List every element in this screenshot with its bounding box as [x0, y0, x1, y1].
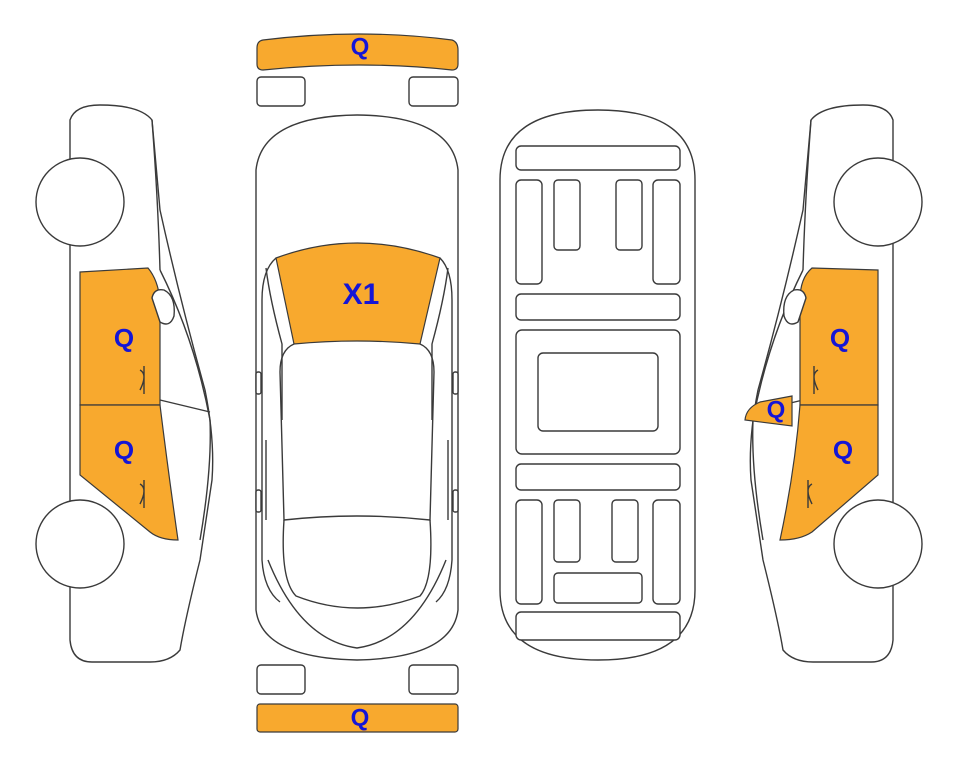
right-front-door-marker: Q	[830, 323, 850, 353]
underbody-rear-rail-right	[652, 499, 681, 605]
underbody-rear-crossmember-end	[515, 611, 681, 641]
top-view-car: X1	[255, 114, 459, 661]
front-bumper-marker: Q	[351, 33, 370, 60]
left-side-mirror	[151, 288, 175, 325]
left-rear-door-marker: Q	[114, 435, 134, 465]
underbody-rear-axle	[553, 572, 643, 604]
rear-bumper-marker: Q	[351, 704, 370, 731]
rear-right-taillight	[408, 664, 459, 695]
a-pillar-right	[431, 267, 449, 420]
underbody-rear-crossmember	[515, 463, 681, 491]
right-rear-handle	[807, 480, 813, 508]
trunk-line	[267, 559, 447, 649]
left-rear-handle	[139, 480, 145, 508]
right-front-door[interactable]	[799, 267, 879, 406]
underbody-front-rail-right	[652, 179, 681, 285]
a-pillar-left	[265, 267, 283, 420]
left-side-windshield	[159, 269, 211, 541]
right-side-mirror-inner	[783, 288, 807, 325]
left-side-view: Q Q	[35, 104, 214, 663]
hood-marker: X1	[343, 278, 380, 311]
left-rear-door[interactable]	[79, 404, 179, 541]
left-rear-wheel	[35, 499, 125, 589]
right-rear-door-marker: Q	[833, 435, 853, 465]
underbody-center-pan	[537, 352, 659, 432]
right-front-wheel	[833, 157, 923, 247]
left-front-handle	[139, 366, 145, 394]
right-front-handle	[813, 366, 819, 394]
rear-window	[282, 519, 432, 609]
underbody-view	[499, 109, 696, 661]
underbody-front-link-right	[615, 179, 643, 251]
front-bumper-group: Q	[256, 33, 459, 107]
underbody-rear-rail-left	[515, 499, 543, 605]
right-mirror-top	[452, 371, 459, 395]
left-front-wheel	[35, 157, 125, 247]
left-side-window-line	[159, 399, 211, 413]
left-front-door-marker: Q	[114, 323, 134, 353]
left-mirror-top	[255, 371, 262, 395]
rear-bumper-panel[interactable]	[256, 703, 459, 733]
left-side-roof-line	[151, 119, 161, 271]
right-side-roof-line	[802, 119, 812, 271]
front-bumper-panel[interactable]	[256, 33, 459, 71]
underbody-rear-link-right	[611, 499, 639, 563]
underbody-front-rail-left	[515, 179, 543, 285]
underbody-mid-crossmember	[515, 293, 681, 321]
cabin-left-line	[261, 257, 281, 603]
right-side-mirror[interactable]	[744, 395, 793, 427]
front-left-headlight	[256, 76, 306, 107]
right-side-view: Q Q Q	[744, 104, 923, 663]
cabin-right-line	[435, 257, 453, 603]
right-mirror-marker: Q	[767, 396, 786, 423]
right-rear-wheel	[833, 499, 923, 589]
front-right-headlight	[408, 76, 459, 107]
underbody-rear-link-left	[553, 499, 581, 563]
left-handle-top	[255, 489, 262, 513]
underbody-front-crossmember	[515, 145, 681, 171]
rear-left-taillight	[256, 664, 306, 695]
rear-bumper-group: Q	[256, 664, 459, 733]
right-handle-top	[452, 489, 459, 513]
underbody-front-link-left	[553, 179, 581, 251]
right-rear-door[interactable]	[779, 404, 879, 541]
